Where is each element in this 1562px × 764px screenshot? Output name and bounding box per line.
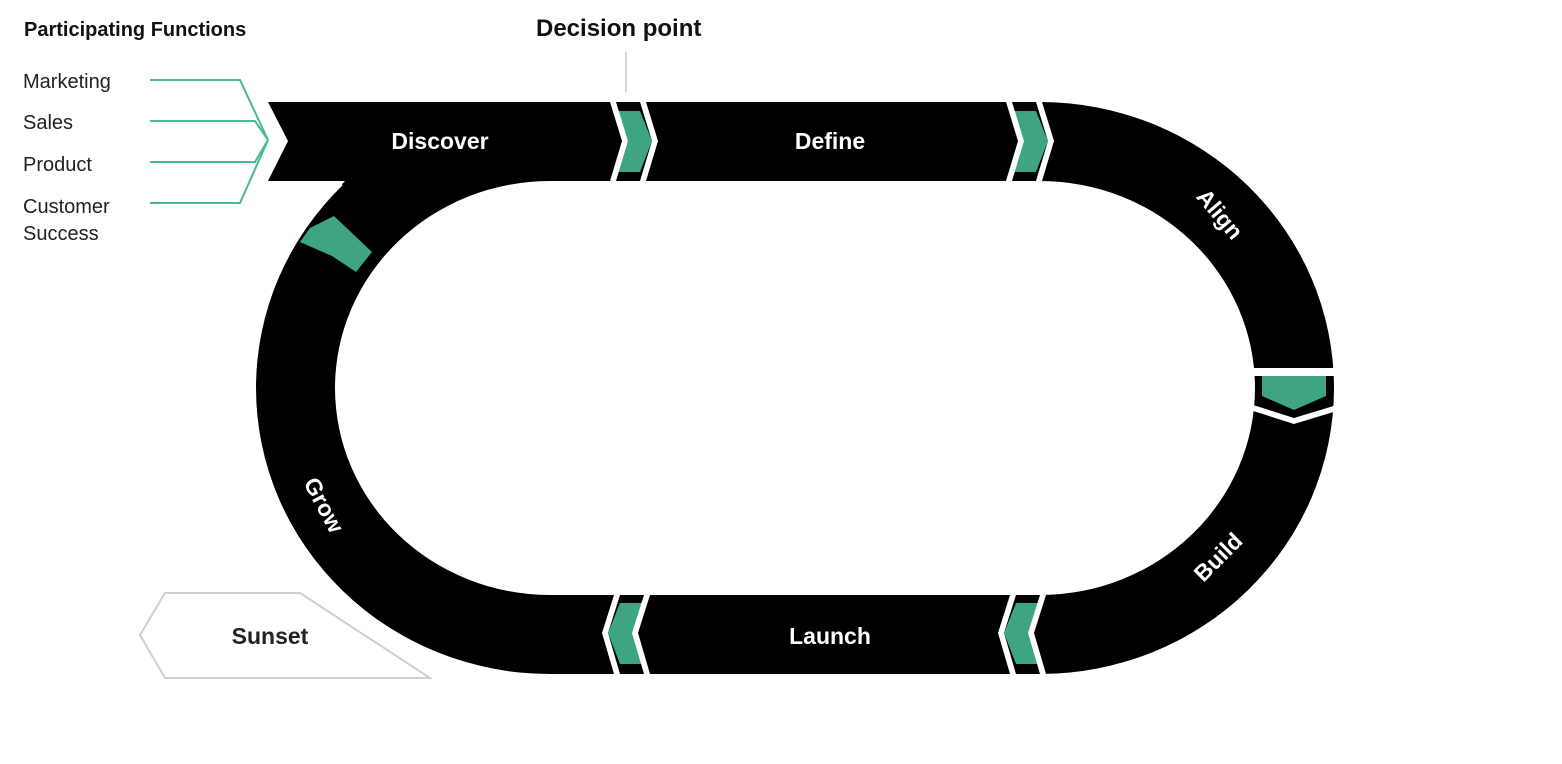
stage-define: Define bbox=[795, 128, 865, 154]
sunset-label: Sunset bbox=[232, 623, 309, 649]
connector-align-build bbox=[1262, 376, 1326, 410]
discover-notch bbox=[268, 181, 345, 226]
function-product: Product bbox=[23, 154, 92, 176]
function-success: Success bbox=[23, 223, 99, 245]
connector-build-launch bbox=[1004, 603, 1040, 664]
stage-launch: Launch bbox=[789, 623, 871, 649]
function-marketing: Marketing bbox=[23, 71, 111, 93]
function-customer: Customer bbox=[23, 196, 110, 218]
lifecycle-track bbox=[256, 102, 1334, 674]
discover-chevron bbox=[268, 102, 560, 181]
discover-tail bbox=[340, 181, 420, 215]
participating-functions-heading: Participating Functions bbox=[24, 19, 246, 41]
function-connector-lines bbox=[150, 79, 269, 204]
decision-point-label: Decision point bbox=[536, 15, 701, 42]
sunset-arrow bbox=[138, 592, 434, 679]
function-sales: Sales bbox=[23, 112, 73, 134]
connector-gaps bbox=[602, 102, 1340, 674]
connector-discover-define bbox=[616, 111, 652, 172]
connector-define-align bbox=[1012, 111, 1048, 172]
connector-launch-grow bbox=[608, 603, 644, 664]
connector-grow-discover bbox=[300, 216, 372, 272]
stage-discover: Discover bbox=[391, 128, 488, 154]
